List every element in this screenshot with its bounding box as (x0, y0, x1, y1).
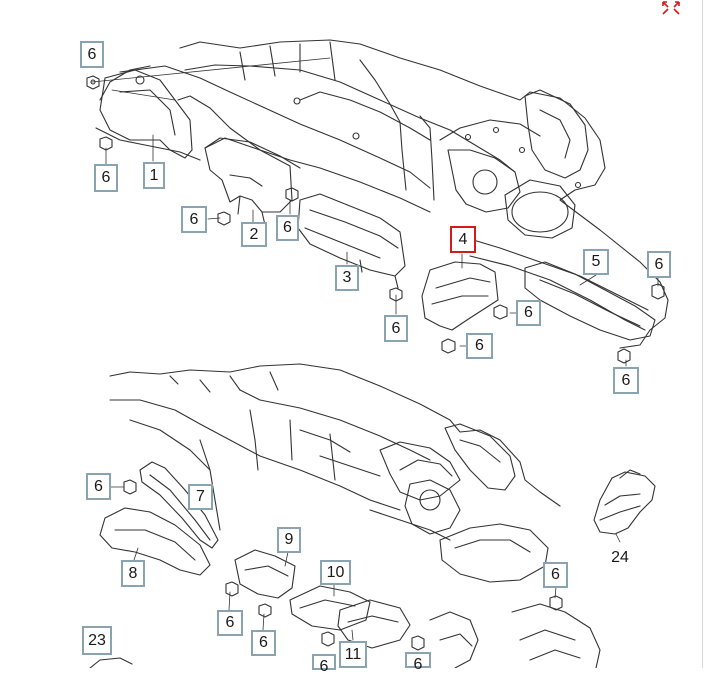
top-body-outline (95, 39, 669, 349)
callout-23[interactable]: 23 (82, 626, 112, 655)
part-7-strut (139, 461, 219, 549)
callout-3[interactable]: 3 (335, 265, 359, 291)
part-4-bracket (421, 261, 499, 331)
part-24-shield (593, 469, 656, 535)
callout-1[interactable]: 1 (143, 162, 165, 189)
leader-lines-top (91, 57, 659, 367)
callout-6[interactable]: 6 (543, 562, 568, 588)
part-23-edge (89, 657, 133, 668)
callout-6[interactable]: 6 (181, 206, 207, 233)
nuts-top (86, 75, 665, 364)
callout-6[interactable]: 6 (94, 164, 118, 192)
callout-6[interactable]: 6 (613, 367, 639, 394)
part-11-bracket (337, 599, 411, 649)
callout-2[interactable]: 2 (241, 222, 267, 247)
bottom-mid-bracket (429, 611, 479, 668)
callout-10[interactable]: 10 (320, 560, 351, 585)
callout-6[interactable]: 6 (251, 630, 276, 656)
callout-6[interactable]: 6 (217, 610, 243, 636)
callout-6[interactable]: 6 (647, 251, 671, 278)
callout-5[interactable]: 5 (583, 249, 609, 275)
callout-24[interactable]: 24 (611, 549, 629, 566)
part-9-mount (234, 549, 296, 599)
part-3-panel (297, 193, 406, 289)
bottom-body-outline (109, 363, 561, 583)
callout-11[interactable]: 11 (339, 641, 367, 668)
callout-6[interactable]: 6 (86, 473, 111, 500)
part-10-bracket (289, 585, 371, 631)
part-1-bracket (99, 69, 193, 159)
expand-arrows-icon[interactable] (658, 0, 684, 16)
part-8-bracket (99, 507, 211, 576)
callout-6[interactable]: 6 (516, 300, 541, 326)
callout-6[interactable]: 6 (276, 215, 299, 241)
part-2-member (204, 137, 293, 226)
callout-4-selected[interactable]: 4 (450, 226, 476, 253)
bottom-right-bracket (511, 603, 601, 668)
nuts-bottom (123, 479, 563, 651)
callout-6[interactable]: 6 (405, 652, 431, 673)
callout-6[interactable]: 6 (466, 333, 493, 359)
callout-7[interactable]: 7 (188, 484, 213, 510)
callout-6[interactable]: 6 (80, 41, 104, 68)
callout-8[interactable]: 8 (121, 560, 145, 587)
callout-6[interactable]: 6 (384, 315, 408, 342)
callout-9[interactable]: 9 (277, 527, 301, 553)
